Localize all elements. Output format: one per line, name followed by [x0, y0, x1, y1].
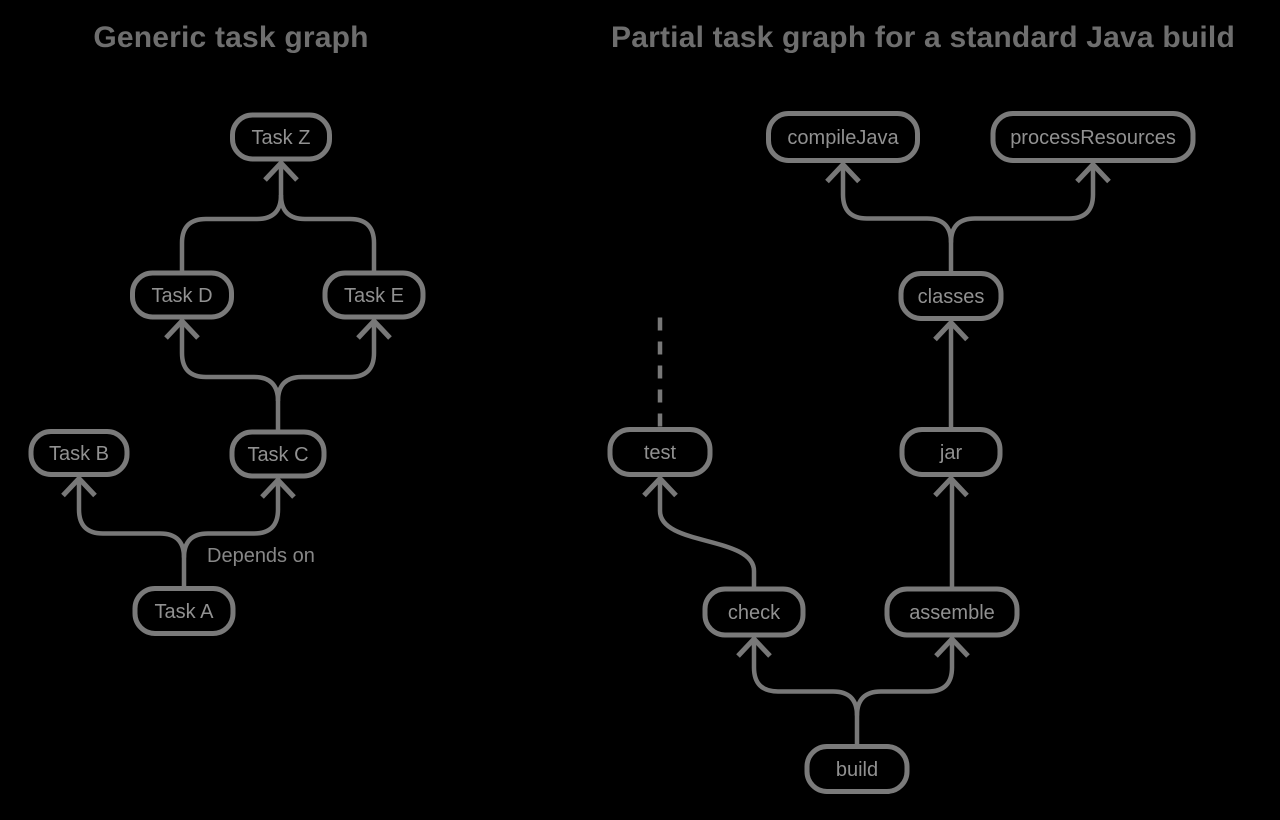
edge-taskE-to-taskZ — [281, 195, 374, 273]
node-taskE: Task E — [325, 273, 423, 317]
node-compileJava: compileJava — [769, 114, 918, 161]
node-check: check — [705, 589, 803, 635]
right-graph-title: Partial task graph for a standard Java b… — [611, 21, 1235, 55]
node-taskB: Task B — [31, 432, 127, 475]
node-taskD: Task D — [133, 273, 232, 317]
node-taskA: Task A — [135, 589, 233, 634]
depends-on-label: Depends on — [207, 545, 315, 568]
node-jar-label: jar — [939, 442, 963, 464]
node-taskB-label: Task B — [49, 443, 109, 465]
node-taskA-label: Task A — [155, 601, 215, 623]
edge-taskD-to-taskZ — [182, 195, 281, 273]
node-check-label: check — [728, 602, 781, 624]
node-assemble: assemble — [887, 589, 1017, 635]
edge-taskA-to-taskB — [79, 479, 184, 558]
node-test-label: test — [644, 442, 677, 464]
edge-build-to-check — [754, 639, 857, 716]
node-processResources: processResources — [993, 114, 1193, 161]
node-taskC-label: Task C — [247, 444, 308, 466]
node-build: build — [807, 747, 907, 792]
node-taskE-label: Task E — [344, 285, 404, 307]
left-graph-title: Generic task graph — [93, 21, 368, 55]
node-assemble-label: assemble — [909, 602, 995, 624]
edge-build-to-assemble — [857, 639, 952, 716]
node-classes: classes — [901, 274, 1001, 319]
node-taskC: Task C — [232, 432, 324, 476]
node-taskZ: Task Z — [233, 115, 330, 159]
edge-classes-to-compileJava — [843, 165, 951, 243]
node-compileJava-label: compileJava — [787, 127, 899, 149]
node-taskD-label: Task D — [151, 285, 212, 307]
node-jar: jar — [902, 430, 1000, 475]
node-test: test — [610, 430, 710, 475]
node-processResources-label: processResources — [1010, 127, 1176, 149]
edge-classes-to-processResources — [951, 165, 1093, 243]
node-classes-label: classes — [918, 286, 985, 308]
node-build-label: build — [836, 759, 878, 781]
node-taskZ-label: Task Z — [252, 127, 311, 149]
